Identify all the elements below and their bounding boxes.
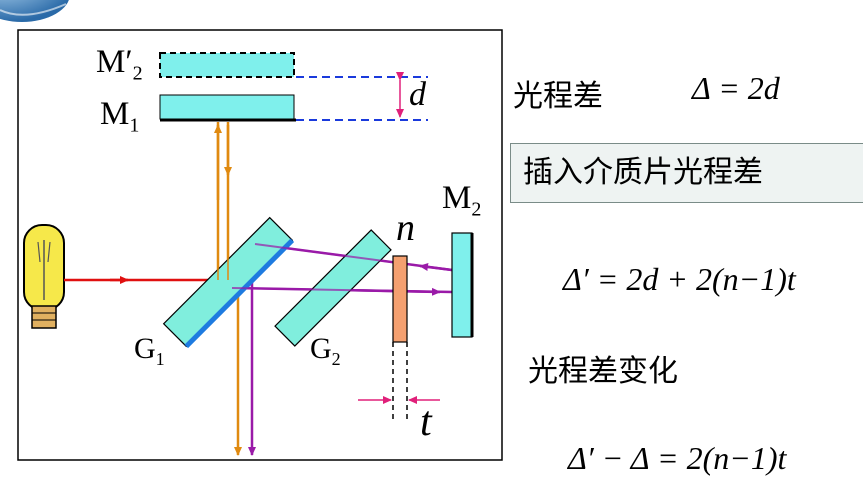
optical-path-difference-formula: Δ = 2d [692, 70, 780, 106]
lamp-icon [23, 224, 65, 329]
inserted-slab-heading-text: 插入介质片光程差 [523, 155, 763, 190]
label-t: t [420, 399, 432, 445]
mirror-m2-prime [159, 52, 295, 78]
mirror-m2 [451, 232, 473, 338]
corner-globe-decoration [0, 0, 69, 22]
dielectric-slab [392, 255, 408, 343]
label-g1: G1 [134, 332, 165, 369]
new-path-difference-formula: Δ′ = 2d + 2(n−1)t [563, 261, 796, 297]
label-g2: G2 [310, 332, 341, 369]
label-m2-prime: M′2 [96, 44, 143, 85]
label-m1: M1 [100, 96, 140, 137]
beam-splitter-g1 [162, 216, 295, 349]
path-difference-change-formula: Δ′ − Δ = 2(n−1)t [568, 440, 787, 476]
inserted-slab-heading: 插入介质片光程差 [510, 143, 863, 203]
label-n: n [396, 207, 415, 249]
label-d: d [409, 76, 426, 113]
path-difference-change-label: 光程差变化 [528, 354, 678, 389]
optical-path-difference-label: 光程差 [513, 79, 603, 114]
label-m2: M2 [442, 180, 482, 221]
mirror-m1 [159, 94, 295, 120]
